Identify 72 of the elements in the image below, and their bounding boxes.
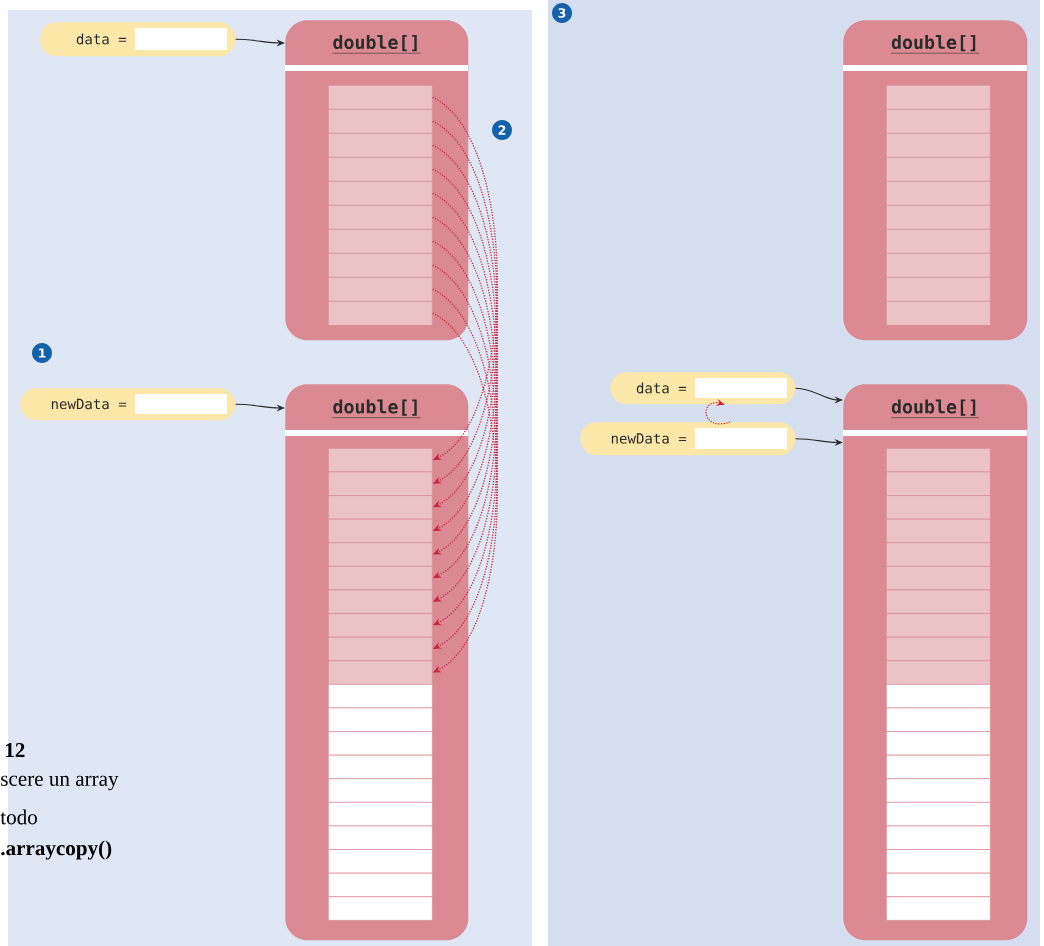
array-cell <box>886 471 991 496</box>
variable-box: data = <box>610 372 796 405</box>
array-cell <box>886 589 991 614</box>
array-cell <box>328 542 433 567</box>
array-cell <box>886 896 991 921</box>
array-cell <box>886 613 991 638</box>
callout-number: 1 <box>32 343 52 363</box>
array-cell <box>328 229 433 254</box>
array-cell <box>886 253 991 278</box>
variable-box: newData = <box>580 422 796 456</box>
array-cell <box>328 205 433 230</box>
array-cell <box>328 872 433 898</box>
caption-text: scere un array <box>1 775 119 791</box>
array-cell <box>328 589 433 614</box>
reassign-arrow <box>705 398 731 425</box>
array-cell <box>886 229 991 254</box>
array-cell <box>328 707 433 732</box>
array-cell <box>328 448 433 473</box>
array-cell <box>886 636 991 662</box>
array-cell <box>328 85 433 110</box>
array-cell <box>328 684 433 709</box>
array-cell <box>886 85 991 110</box>
array-cell <box>886 566 991 591</box>
array-cell <box>886 542 991 567</box>
caption-text: .arraycopy() <box>1 840 112 860</box>
array-cell <box>886 778 991 803</box>
array-cell <box>886 448 991 473</box>
array-cell <box>328 566 433 591</box>
array-cell <box>328 636 433 662</box>
callout-number: 3 <box>552 3 572 23</box>
array-cell <box>886 707 991 732</box>
array-cell <box>886 109 991 134</box>
array-cell <box>328 253 433 278</box>
array-cell <box>328 277 433 302</box>
array-cell <box>328 731 433 756</box>
array-cell <box>328 754 433 780</box>
array-cell <box>328 181 433 206</box>
array-cell <box>886 684 991 709</box>
caption-text: 12 <box>6 743 25 757</box>
variable-box: newData = <box>20 388 236 421</box>
array-cell <box>886 731 991 756</box>
array-cell <box>328 518 433 544</box>
array-cell <box>328 849 433 874</box>
array-cell <box>328 133 433 158</box>
array-cell <box>328 825 433 850</box>
array-cell <box>328 613 433 638</box>
array-cell <box>328 778 433 803</box>
array-cell <box>886 277 991 302</box>
array-cell <box>886 518 991 544</box>
array-cell <box>328 660 433 685</box>
callout-number: 2 <box>492 120 512 140</box>
array-cell <box>886 754 991 780</box>
caption-text: todo <box>0 809 37 825</box>
array-cell <box>886 872 991 898</box>
array-cell <box>886 495 991 520</box>
array-cell <box>886 825 991 850</box>
array-cell <box>886 849 991 874</box>
array-cell <box>328 471 433 496</box>
array-cell <box>328 157 433 182</box>
array-cell <box>886 157 991 182</box>
array-cell <box>328 802 433 827</box>
variable-box: data = <box>40 22 236 57</box>
array-cell <box>328 301 433 326</box>
array-cell <box>886 181 991 206</box>
array-cell <box>886 802 991 827</box>
array-cell <box>886 133 991 158</box>
array-cell <box>328 109 433 134</box>
array-cell <box>328 896 433 921</box>
array-cell <box>886 301 991 326</box>
array-cell <box>328 495 433 520</box>
array-cell <box>886 660 991 685</box>
array-cell <box>886 205 991 230</box>
